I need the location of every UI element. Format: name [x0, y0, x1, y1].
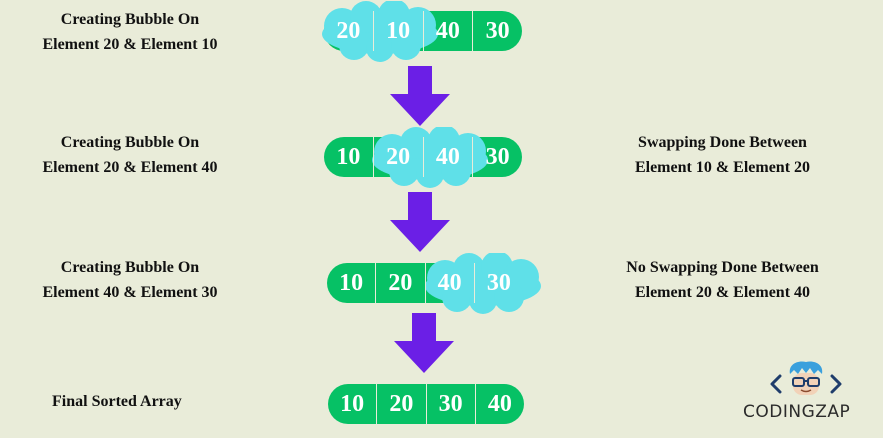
down-arrow-icon [390, 66, 450, 126]
logo-text: CODINGZAP [743, 402, 851, 422]
array-cell: 20 [372, 137, 423, 177]
array-cell: 10 [336, 143, 361, 170]
down-arrow-icon [390, 192, 450, 252]
array-cell: 10 [372, 11, 423, 51]
array-cell: 40 [424, 263, 474, 303]
array-cell: 10 [340, 390, 365, 417]
array-cell: 30 [425, 384, 475, 424]
array-cell: 40 [422, 137, 473, 177]
step-2-array: 10 20 40 30 [324, 127, 522, 188]
array-cell: 10 [339, 269, 364, 296]
final-array: 10 20 30 40 [328, 384, 524, 424]
array-cell: 30 [472, 11, 522, 51]
array-cell: 20 [336, 17, 361, 44]
array-cell: 30 [472, 137, 522, 177]
step-3-array: 10 20 40 30 [327, 253, 541, 314]
array-cell: 40 [422, 11, 473, 51]
array-cell: 40 [474, 384, 524, 424]
array-cell: 20 [376, 384, 425, 424]
step-1-array: 20 10 40 30 [322, 1, 522, 62]
coder-glasses-icon [770, 361, 842, 395]
array-cell: 30 [473, 263, 523, 303]
down-arrow-icon [394, 313, 454, 373]
step-4-caption: Final Sorted Array [52, 393, 182, 410]
array-cell: 20 [375, 263, 424, 303]
